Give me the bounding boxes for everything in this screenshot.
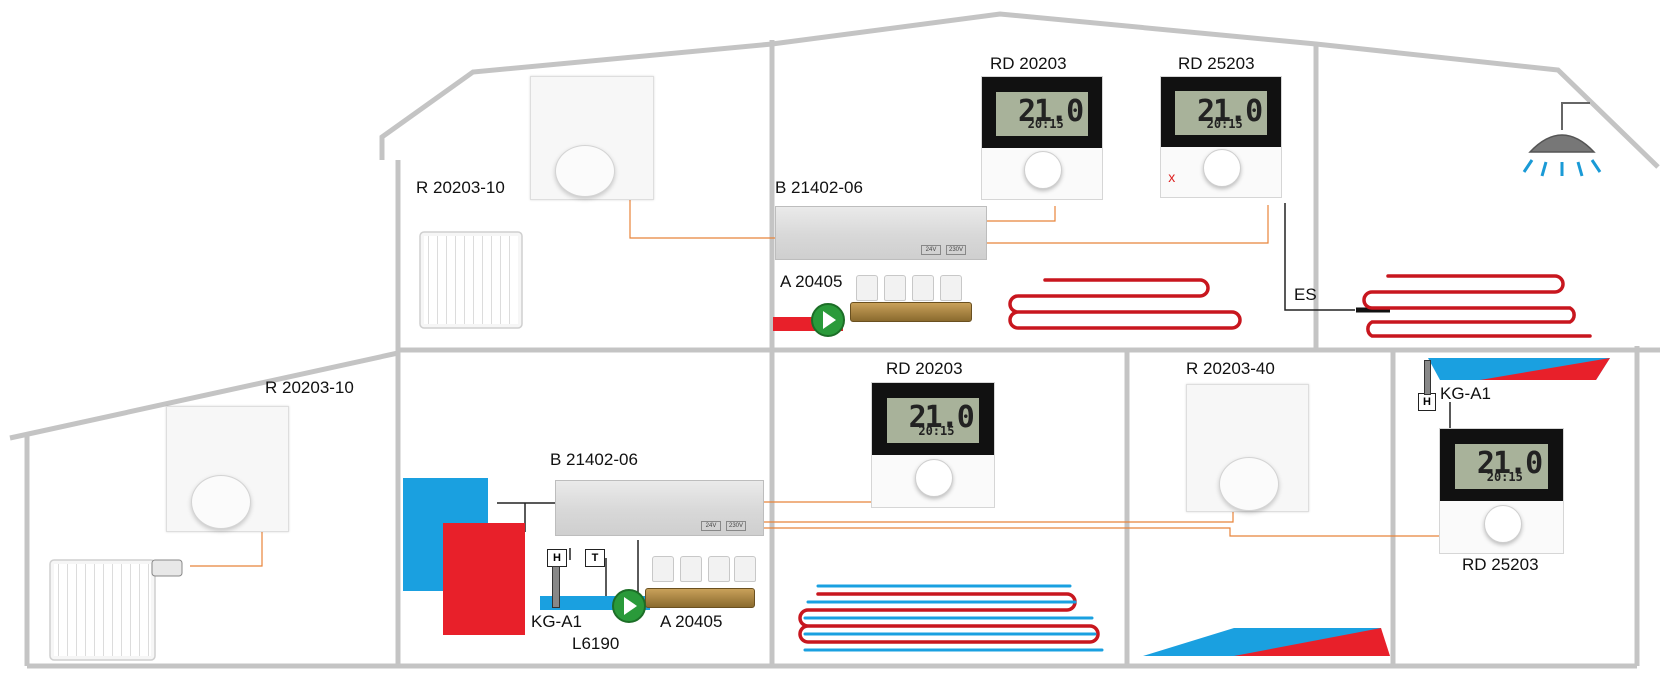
x-mark: x xyxy=(1168,169,1176,185)
label-rd-lower-1: RD 20203 xyxy=(886,359,963,378)
display-temperature: 21.0 xyxy=(1476,446,1543,482)
coil-lower-middle-red xyxy=(798,592,1100,644)
roof-outline xyxy=(379,11,1660,169)
hot-tank xyxy=(443,523,525,635)
actuator-valve xyxy=(940,275,962,301)
wire-es-sensor xyxy=(1284,203,1355,311)
display-temperature: 21.0 xyxy=(1197,93,1263,129)
actuator-valve xyxy=(734,556,756,582)
actuator-valve xyxy=(708,556,730,582)
coil-lower-middle-blue xyxy=(803,584,1104,652)
manifold-upper xyxy=(850,302,972,322)
wire-r-annex xyxy=(190,530,263,567)
actuator-valve xyxy=(912,275,934,301)
lower-floor-panel-red xyxy=(1234,628,1390,656)
radiator-fins-annex xyxy=(54,564,151,656)
display-time: 20:15 xyxy=(1206,116,1243,131)
pump-lower xyxy=(612,589,646,623)
thermostat-rd-lower-1: 21.0 20:15 xyxy=(871,382,995,508)
thermostat-rd-upper-1: 21.0 20:15 xyxy=(981,76,1103,200)
pump-upper xyxy=(811,303,845,337)
wiring xyxy=(190,198,1470,567)
label-kg-right: KG-A1 xyxy=(1440,384,1492,403)
actuator-valve xyxy=(680,556,702,582)
thermostat-dial[interactable] xyxy=(191,475,251,529)
floor-heating-coils xyxy=(798,274,1592,652)
label-a-lower: A 20405 xyxy=(660,612,723,631)
annex-roof xyxy=(9,350,399,441)
thermostat-r-attic xyxy=(530,76,654,200)
label-rd-lower-2: RD 25203 xyxy=(1462,555,1539,574)
display-time: 20:15 xyxy=(918,423,955,438)
thermostat-knob[interactable] xyxy=(1483,505,1522,544)
radiator-valve-head xyxy=(151,559,183,577)
label-rd-upper-1: RD 20203 xyxy=(990,54,1067,73)
label-b-upper: B 21402-06 xyxy=(775,178,863,197)
thermostat-dial[interactable] xyxy=(1219,457,1279,511)
thermostat-r-annex xyxy=(166,406,289,532)
radiator-fins-upper xyxy=(424,236,518,324)
display-time: 20:15 xyxy=(1486,469,1523,484)
label-rd-upper-2: RD 25203 xyxy=(1178,54,1255,73)
wall-panels xyxy=(1143,358,1610,656)
h-sensor-probe xyxy=(552,566,560,608)
thermostat-rd-lower-2: 21.0 20:15 xyxy=(1439,428,1564,554)
actuator-valve xyxy=(856,275,878,301)
house-walls xyxy=(9,11,1660,669)
label-r-attic: R 20203-10 xyxy=(416,178,505,197)
wire-rd-upper-2 xyxy=(985,205,1269,244)
actuator-valve xyxy=(884,275,906,301)
display-time: 20:15 xyxy=(1027,117,1064,132)
ceiling-panel-red xyxy=(1480,358,1610,380)
thermostat-knob[interactable] xyxy=(915,459,953,498)
thermostat-r-lower-40 xyxy=(1186,384,1309,512)
manifold-lower xyxy=(645,588,755,608)
t-sensor-box: T xyxy=(585,549,605,567)
label-l6190: L6190 xyxy=(572,634,620,653)
label-kg-lower: KG-A1 xyxy=(531,612,583,631)
coil-upper-middle xyxy=(1008,278,1242,330)
thermostat-knob[interactable] xyxy=(1203,149,1241,188)
display-temperature: 21.0 xyxy=(908,400,975,436)
actuator-valve xyxy=(652,556,674,582)
shower-head xyxy=(1528,134,1596,153)
thermostat-dial[interactable] xyxy=(555,145,615,197)
label-es: ES xyxy=(1294,285,1317,304)
label-r-lower-40: R 20203-40 xyxy=(1186,359,1275,378)
shower-icon xyxy=(1522,102,1602,177)
shower-pipe xyxy=(1561,102,1590,130)
h-sensor-probe-right xyxy=(1424,360,1431,395)
wire-r-lower-40 xyxy=(762,510,1234,523)
thermostat-rd-upper-2: 21.0 20:15 x xyxy=(1160,76,1282,198)
display-temperature: 21.0 xyxy=(1018,94,1084,130)
label-a-upper: A 20405 xyxy=(780,272,843,291)
thermostat-knob[interactable] xyxy=(1024,151,1062,190)
wire-r-attic xyxy=(629,198,790,239)
wire-rd-upper-1 xyxy=(985,206,1056,222)
label-b-lower: B 21402-06 xyxy=(550,450,638,469)
label-r-annex: R 20203-10 xyxy=(265,378,354,397)
h-sensor-box-right: H xyxy=(1418,393,1436,411)
h-sensor-box: H xyxy=(547,549,567,567)
wire-rd-lower-2 xyxy=(762,527,1470,537)
coil-upper-right xyxy=(1362,274,1592,338)
